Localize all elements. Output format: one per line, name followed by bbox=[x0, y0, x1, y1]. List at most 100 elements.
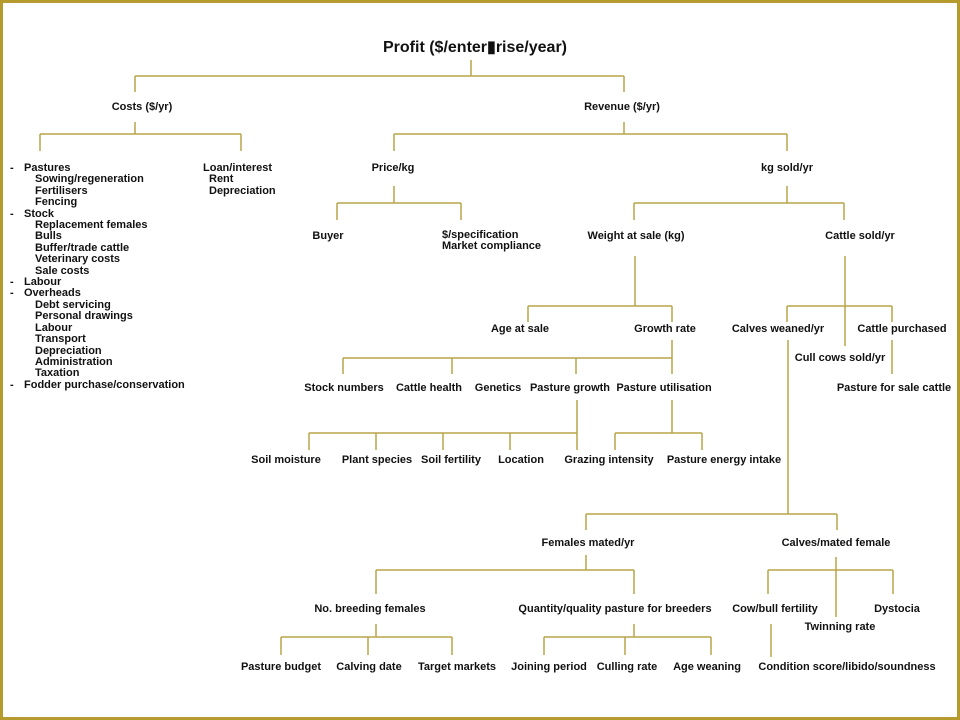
list-item: -Pastures bbox=[10, 162, 185, 174]
node-twinning-rate: Twinning rate bbox=[804, 621, 876, 633]
list-item-label: Fodder purchase/conservation bbox=[24, 378, 185, 391]
list-item-label: Labour bbox=[35, 321, 73, 334]
node-cattle-sold: Cattle sold/yr bbox=[825, 230, 895, 242]
node-calves-weaned: Calves weaned/yr bbox=[731, 323, 825, 335]
bullet-dash: - bbox=[10, 287, 14, 300]
list-item-label: Taxation bbox=[35, 367, 80, 380]
node-buyer: Buyer bbox=[312, 230, 344, 242]
list-item-label: Administration bbox=[35, 355, 113, 368]
list-item: -Labour bbox=[10, 276, 185, 289]
list-item-label: Bulls bbox=[35, 230, 62, 243]
node-stock-numbers: Stock numbers bbox=[304, 382, 384, 394]
connector-cattle bbox=[786, 256, 893, 374]
list-item-label: Pastures bbox=[24, 162, 71, 174]
bullet-dash: - bbox=[10, 162, 14, 174]
list-item-label: Fertilisers bbox=[35, 184, 88, 197]
connector-costs bbox=[39, 122, 242, 151]
node-price-kg: Price/kg bbox=[371, 162, 415, 174]
node-plant-species: Plant species bbox=[341, 454, 413, 466]
list-item: Transport bbox=[10, 333, 185, 346]
node-costs: Costs ($/yr) bbox=[111, 101, 173, 113]
node-growth-rate: Growth rate bbox=[634, 323, 696, 335]
list-item: Fertilisers bbox=[10, 184, 185, 197]
node-dystocia: Dystocia bbox=[874, 603, 920, 615]
node-pasture-energy-intake: Pasture energy intake bbox=[666, 454, 782, 466]
connector-calves-mated bbox=[767, 557, 894, 617]
node-soil-moisture: Soil moisture bbox=[251, 454, 321, 466]
node-target-markets: Target markets bbox=[417, 661, 497, 673]
list-item-label: Sowing/regeneration bbox=[35, 173, 144, 186]
node-age-weaning: Age weaning bbox=[673, 661, 741, 673]
list-item: Sowing/regeneration bbox=[10, 174, 185, 185]
connector-utilisation bbox=[614, 400, 703, 450]
connector-pasture-growth bbox=[308, 400, 578, 450]
connector-growth bbox=[342, 340, 673, 374]
node-kg-sold: kg sold/yr bbox=[761, 162, 813, 174]
list-item-label: Personal drawings bbox=[35, 310, 133, 323]
list-item: Sale costs bbox=[10, 264, 185, 277]
node-specification: $/specification Market compliance bbox=[442, 229, 542, 253]
bullet-dash: - bbox=[10, 207, 14, 220]
list-item-label: Overheads bbox=[24, 287, 81, 300]
connector-revenue bbox=[393, 122, 788, 151]
node-pasture-growth: Pasture growth bbox=[529, 382, 611, 394]
list-item: Veterinary costs bbox=[10, 254, 185, 265]
node-cattle-purchased: Cattle purchased bbox=[857, 323, 947, 335]
list-item-label: Veterinary costs bbox=[35, 253, 120, 266]
list-item-label: Buffer/trade cattle bbox=[35, 241, 130, 254]
list-item: Debt servicing bbox=[10, 299, 185, 311]
fixed-costs-list: Loan/interest Rent Depreciation bbox=[203, 162, 276, 197]
node-soil-fertility: Soil fertility bbox=[421, 454, 481, 466]
node-age-at-sale: Age at sale bbox=[490, 323, 550, 335]
connector-price bbox=[336, 186, 462, 220]
node-cow-bull-fertility: Cow/bull fertility bbox=[732, 603, 818, 615]
list-item-label: Stock bbox=[24, 207, 54, 220]
node-grazing-intensity: Grazing intensity bbox=[564, 454, 654, 466]
diagram-title: Profit ($/enter▮rise/year) bbox=[383, 39, 567, 56]
list-item: Loan/interest bbox=[203, 162, 273, 174]
node-joining-period: Joining period bbox=[511, 661, 587, 673]
list-item: Depreciation bbox=[10, 344, 185, 357]
node-cull-cows: Cull cows sold/yr bbox=[794, 352, 886, 364]
list-item-label: Labour bbox=[24, 276, 62, 289]
connector-calves-weaned bbox=[585, 340, 838, 530]
list-item: Rent bbox=[209, 173, 234, 186]
connector-females bbox=[375, 555, 635, 594]
bullet-dash: - bbox=[10, 276, 14, 289]
connector-breeding bbox=[280, 624, 453, 655]
list-item: Labour bbox=[10, 321, 185, 334]
node-condition-score: Condition score/libido/soundness bbox=[758, 661, 936, 673]
spec-line: $/specification bbox=[442, 229, 519, 241]
list-item: Depreciation bbox=[209, 184, 276, 197]
list-item-label: Replacement females bbox=[35, 219, 148, 232]
spec-line: Market compliance bbox=[442, 240, 542, 253]
list-item-label: Depreciation bbox=[35, 344, 102, 357]
list-item: -Overheads bbox=[10, 287, 185, 300]
list-item-label: Sale costs bbox=[35, 264, 90, 277]
list-item: -Stock bbox=[10, 207, 185, 220]
node-cattle-health: Cattle health bbox=[395, 382, 463, 394]
list-item: Taxation bbox=[10, 368, 185, 379]
connector-weight bbox=[527, 256, 673, 322]
list-item: Buffer/trade cattle bbox=[10, 241, 185, 254]
node-location: Location bbox=[498, 454, 544, 466]
connector-profit bbox=[134, 60, 625, 92]
node-revenue: Revenue ($/yr) bbox=[584, 101, 660, 113]
node-weight-at-sale: Weight at sale (kg) bbox=[587, 230, 685, 242]
bullet-dash: - bbox=[10, 378, 14, 391]
node-pasture-breeders: Quantity/quality pasture for breeders bbox=[518, 603, 712, 615]
list-item-label: Fencing bbox=[35, 196, 78, 209]
node-breeding-females: No. breeding females bbox=[314, 603, 426, 615]
node-females-mated: Females mated/yr bbox=[541, 537, 635, 549]
list-item: Bulls bbox=[10, 231, 185, 242]
connector-kg bbox=[633, 186, 845, 220]
node-calving-date: Calving date bbox=[336, 661, 402, 673]
list-item: Personal drawings bbox=[10, 311, 185, 322]
node-culling-rate: Culling rate bbox=[596, 661, 658, 673]
node-pasture-utilisation: Pasture utilisation bbox=[616, 382, 712, 394]
list-item: -Fodder purchase/conservation bbox=[10, 378, 185, 391]
node-pasture-sale-cattle: Pasture for sale cattle bbox=[836, 382, 952, 394]
list-item-label: Transport bbox=[35, 333, 86, 346]
